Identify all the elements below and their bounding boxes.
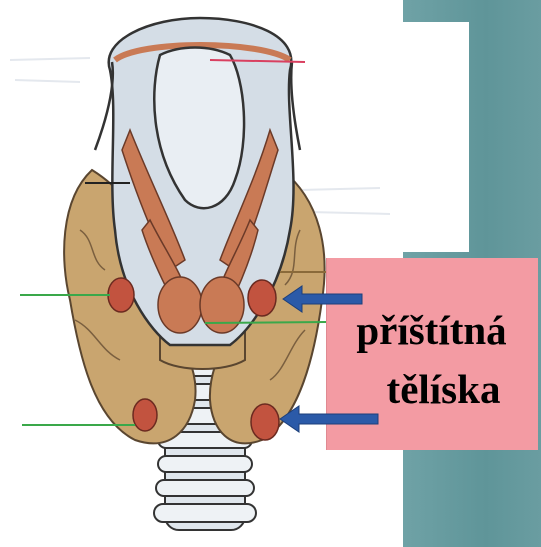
label-parathyroid-line2: tělíska (338, 365, 541, 413)
label-parathyroid-line1: příštítná (326, 306, 537, 354)
